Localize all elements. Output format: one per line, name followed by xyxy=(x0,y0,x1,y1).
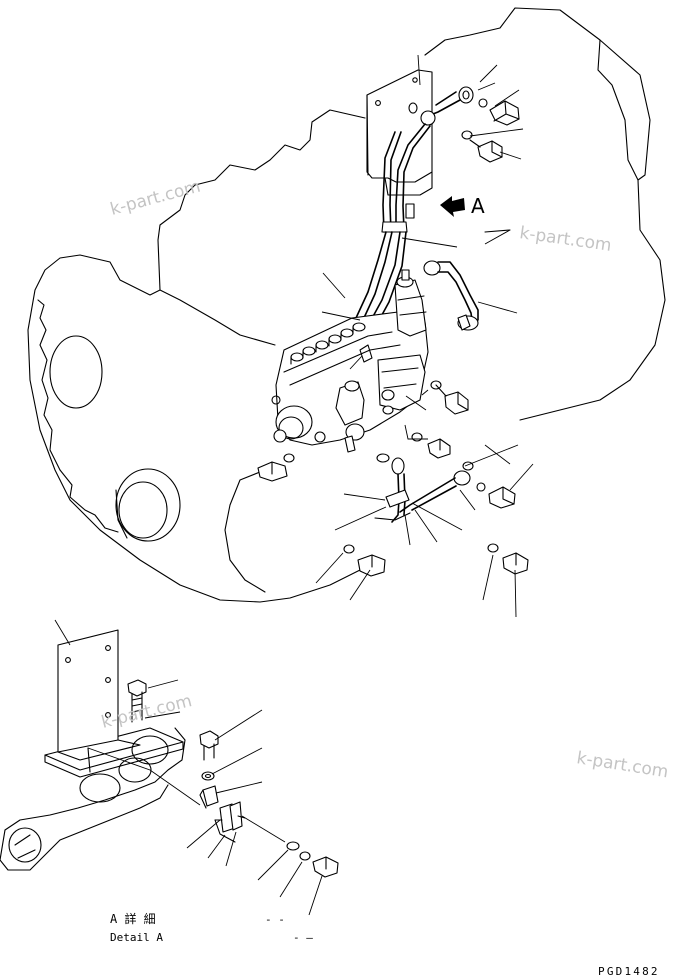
engine-block-outline xyxy=(27,7,666,603)
detail-mark-upper: - - xyxy=(265,913,285,926)
view-arrow-a xyxy=(440,196,465,217)
return-pipe-assembly xyxy=(343,457,529,577)
view-arrow-label: A xyxy=(471,194,485,218)
watermarks: k-part.com k-part.com k-part.com k-part.… xyxy=(99,177,669,783)
drawing-number: PGD1482 xyxy=(598,965,660,977)
injection-pump xyxy=(271,269,429,453)
leader-lines-upper xyxy=(315,54,534,618)
watermark-1: k-part.com xyxy=(108,177,203,220)
detail-a-drawing xyxy=(0,629,339,878)
overflow-pipe xyxy=(423,260,479,331)
delivery-valves xyxy=(290,322,366,365)
watermark-4: k-part.com xyxy=(575,748,670,782)
pump-bracket xyxy=(366,69,433,196)
watermark-2: k-part.com xyxy=(518,223,612,256)
detail-title-japanese: A 詳 細 xyxy=(110,911,156,926)
detail-mark-lower: - — xyxy=(293,931,313,944)
detail-title-english: Detail A xyxy=(110,931,163,944)
mounting-bolts xyxy=(257,380,469,482)
leader-lines-detail xyxy=(54,619,323,916)
